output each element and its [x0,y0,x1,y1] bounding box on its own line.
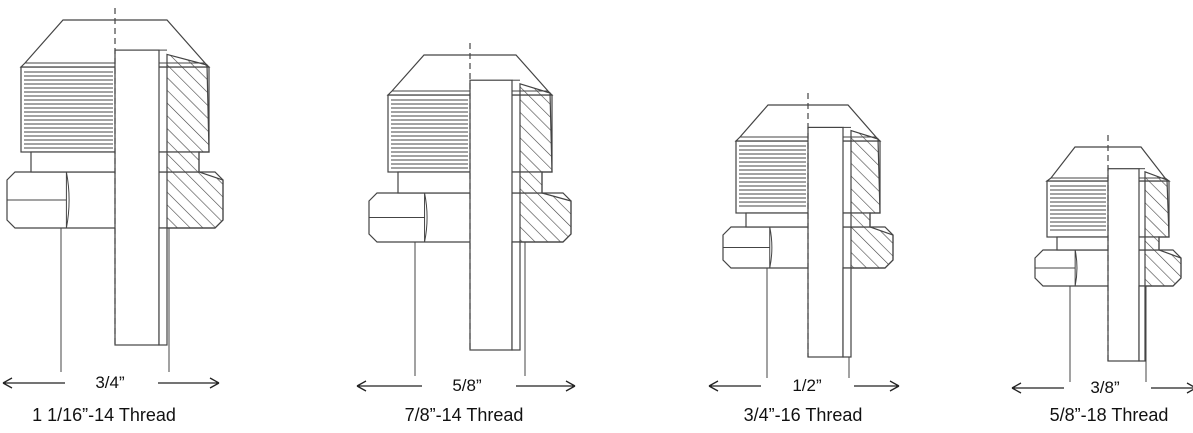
thread-lines-2 [739,145,806,207]
dimension-arrow-right-0 [158,377,220,389]
size-label-0: 3/4” [95,373,125,392]
fitting-1: 5/8” 7/8”-14 Thread [356,43,576,425]
thread-lines-3 [1050,185,1106,231]
dimension-arrow-left-0 [2,377,65,389]
dimension-arrow-left-1 [356,380,422,392]
tube-wall-1 [511,241,521,351]
section-hatch-2 [850,129,894,269]
size-label-1: 5/8” [452,376,482,395]
thread-lines-1 [391,99,468,169]
bore-0 [114,49,160,346]
section-hatch-0 [166,53,224,229]
hex-nut-face-0 [7,171,70,229]
fitting-3: 3/8” 5/8”-18 Thread [1011,135,1193,425]
size-label-3: 3/8” [1090,378,1120,397]
tube-wall-0 [158,227,168,346]
hex-nut-face-2 [723,226,773,269]
size-label-2: 1/2” [792,376,822,395]
hex-nut-face-3 [1035,249,1078,287]
fitting-2: 1/2” 3/4”-16 Thread [708,93,900,425]
bore-3 [1107,168,1140,362]
tube-wall-2 [842,267,852,358]
section-hatch-3 [1144,170,1182,287]
thread-lines-0 [24,71,113,149]
dimension-arrow-right-2 [854,380,900,392]
dimension-arrow-left-2 [708,380,761,392]
thread-label-3: 5/8”-18 Thread [1050,405,1169,425]
fitting-0: 3/4” 1 1/16”-14 Thread [2,8,224,425]
bore-2 [807,126,844,358]
tube-wall-3 [1138,285,1146,362]
thread-label-0: 1 1/16”-14 Thread [32,405,176,425]
thread-label-1: 7/8”-14 Thread [405,405,524,425]
section-hatch-1 [519,82,572,243]
hex-nut-face-1 [369,192,428,243]
dimension-arrow-right-1 [516,380,576,392]
dimension-arrow-left-3 [1011,382,1064,394]
dimension-arrow-right-3 [1151,382,1193,394]
bore-1 [469,79,513,351]
thread-label-2: 3/4”-16 Thread [744,405,863,425]
